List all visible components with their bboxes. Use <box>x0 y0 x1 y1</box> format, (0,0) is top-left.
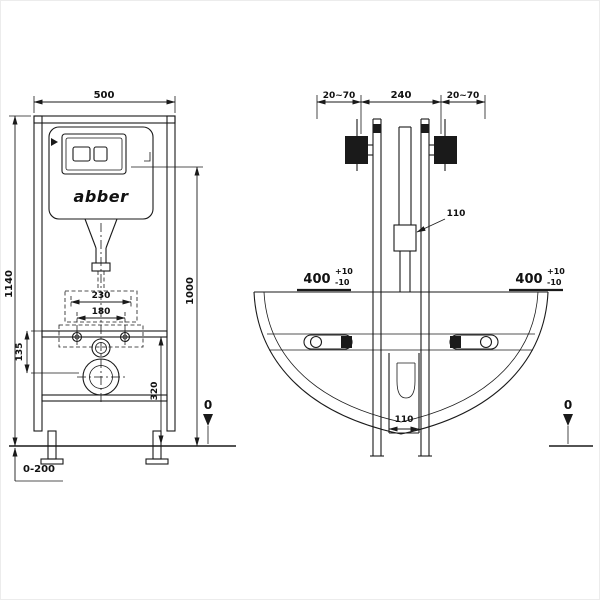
dim-110-top: 110 <box>416 209 466 233</box>
zero-left-label: 0 <box>204 398 212 412</box>
dim-320-label: 320 <box>150 382 160 401</box>
flush-button-small <box>93 146 108 162</box>
mounting-frame <box>33 115 176 465</box>
dim-top-row: 20~70 240 20~70 <box>316 90 486 134</box>
frame-left-rail <box>33 115 43 432</box>
seat-height-right: 400 +10 -10 <box>509 267 565 292</box>
zero-right-label: 0 <box>564 398 572 412</box>
frame-foot-right <box>152 430 162 460</box>
inlet-circle <box>91 338 111 358</box>
dim-230: 230 <box>70 291 132 305</box>
brand-logo: abber <box>74 187 130 206</box>
seat-height-left-minus: -10 <box>335 278 350 287</box>
foot-plate-left <box>40 458 64 465</box>
rail-bolt-left <box>372 124 382 133</box>
seat-height-right-plus: +10 <box>547 267 565 276</box>
rail-bolt-right <box>420 124 430 133</box>
flush-plate <box>61 133 127 175</box>
frame-foot-left <box>47 430 57 460</box>
mounting-template <box>58 290 144 348</box>
dim-1000: 1000 <box>131 166 203 447</box>
seat-height-right-minus: -10 <box>547 278 562 287</box>
cistern-side-mark <box>144 152 151 162</box>
seat-height-left-value: 400 <box>303 272 330 287</box>
dim-180-label: 180 <box>92 307 111 317</box>
flush-pipe-side <box>393 126 417 292</box>
seat-height-left: 400 +10 -10 <box>297 267 353 292</box>
pipe-elbow <box>393 224 417 252</box>
front-view: abber <box>4 90 236 482</box>
dim-240-label: 240 <box>391 90 412 101</box>
cistern-body <box>48 126 154 220</box>
wall-brackets <box>345 119 457 171</box>
plate-marker-icon <box>51 138 58 146</box>
gap-left-label: 20~70 <box>323 91 356 101</box>
dim-135: 135 <box>15 330 79 374</box>
dim-180: 180 <box>76 307 126 321</box>
bowl-outline <box>253 291 549 435</box>
seat-height-right-value: 400 <box>515 272 542 287</box>
frame-right-rail <box>166 115 176 432</box>
seat-height-left-plus: +10 <box>335 267 353 276</box>
dim-1140-label: 1140 <box>4 270 15 298</box>
bowl-inner-outline <box>263 291 539 423</box>
dim-110-bottom-label: 110 <box>395 415 414 425</box>
zero-marker-left: 0 <box>203 398 213 444</box>
flush-pipe-front <box>84 218 118 403</box>
dim-500: 500 <box>33 90 176 113</box>
foot-plate-right <box>145 458 169 465</box>
dim-320: 320 <box>143 336 166 445</box>
frame-rails-side <box>370 118 432 457</box>
frame-crossbar-lower <box>41 394 168 402</box>
toilet-bowl <box>253 291 549 435</box>
dim-135-label: 135 <box>15 343 25 362</box>
frame-crossbar-upper <box>41 330 168 338</box>
flush-plate-inner <box>65 137 123 171</box>
drain-trap <box>388 353 420 434</box>
dim-110-top-label: 110 <box>447 209 466 219</box>
wall-bracket-right <box>434 136 457 164</box>
outlet-connections <box>77 338 125 396</box>
side-view: 20~70 240 20~70 <box>253 90 593 457</box>
datum-triangle-icon <box>203 414 213 426</box>
dim-230-label: 230 <box>92 291 111 301</box>
flush-button-large <box>72 146 91 162</box>
foot-range: 0-200 <box>12 447 63 482</box>
datum-triangle-icon <box>563 414 573 426</box>
foot-range-label: 0-200 <box>23 464 55 475</box>
gap-right-label: 20~70 <box>447 91 480 101</box>
dim-500-label: 500 <box>94 90 115 101</box>
dim-110-bottom: 110 <box>388 415 420 432</box>
cistern: abber <box>48 126 154 220</box>
dim-1140: 1140 <box>4 115 31 447</box>
frame-top-bar <box>33 115 176 124</box>
zero-marker-right: 0 <box>563 398 573 444</box>
dim-1000-label: 1000 <box>185 277 196 305</box>
wall-bracket-left <box>345 136 368 164</box>
